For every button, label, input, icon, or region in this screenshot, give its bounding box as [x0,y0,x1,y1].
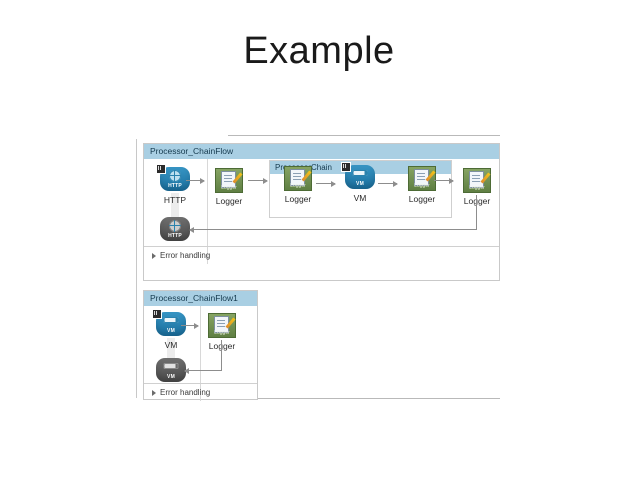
node-logger-4[interactable]: Logger Logger [454,168,500,206]
processor-glyph-text: Logger [221,185,237,191]
source-response-link [171,193,179,223]
left-edge-line [136,139,137,398]
endpoint-shape: VM [156,358,186,382]
node-label: Logger [215,196,243,206]
processor-glyph-text: Logger [469,185,485,191]
return-path-vertical [221,340,222,370]
logger-processor-icon: Logger [462,168,492,194]
node-logger[interactable]: Logger Logger [199,313,245,351]
node-logger-2[interactable]: Logger Logger [275,166,321,204]
flow-canvas[interactable]: VM VM Logger Logger [144,306,257,401]
top-divider-line [228,135,500,136]
processor-shape: Logger [408,166,436,191]
node-vm[interactable]: VM VM [337,162,383,203]
endpoint-glyph-text: VM [356,181,364,187]
endpoint-shape: HTTP [156,164,190,191]
vm-connector-icon: VM [341,162,375,191]
endpoint-shape: HTTP [160,217,190,241]
vm-endpoint-icon: VM [152,309,186,338]
flow-title-processor-chainflow1: Processor_ChainFlow1 [144,291,257,306]
endpoint-glyph-text: VM [167,328,175,334]
processor-glyph-text: Logger [290,183,306,189]
vm-bar-icon [163,317,179,323]
node-vm-source[interactable]: VM VM [148,309,194,350]
flow-title-processor-chainflow: Processor_ChainFlow [144,144,499,159]
node-http-response[interactable]: HTTP [152,217,198,243]
source-column-divider [200,306,201,401]
globe-icon [169,170,181,182]
connector-arrow [378,180,398,187]
vm-bar-icon [352,170,368,176]
mule-flow-screenshot: Processor_ChainFlow HTTP HTTP [130,125,505,405]
node-logger-1[interactable]: Logger Logger [206,168,252,206]
flow-processor-chainflow1[interactable]: Processor_ChainFlow1 VM VM [143,290,258,401]
node-label: VM [353,193,367,203]
logger-processor-icon: Logger [214,168,244,194]
bottom-divider-line [250,398,500,399]
inbound-badge-icon [341,162,351,172]
error-handling-row[interactable]: Error handling [144,383,257,401]
logger-processor-icon: Logger [207,313,237,339]
collapsed-triangle-icon[interactable] [152,252,156,259]
node-label: Logger [284,194,312,204]
return-path-vertical [476,195,477,230]
logger-processor-icon: Logger [283,166,313,192]
inbound-badge-icon [156,164,166,174]
document-icon [414,169,429,186]
endpoint-shape: VM [341,162,375,189]
processor-shape: Logger [463,168,491,193]
flow-canvas[interactable]: HTTP HTTP Logger Logger [144,159,499,264]
endpoint-glyph-text: HTTP [168,183,182,189]
inbound-badge-icon [152,309,162,319]
node-label: Logger [408,194,436,204]
node-logger-3[interactable]: Logger Logger [399,166,445,204]
http-response-icon: HTTP [160,217,190,243]
source-response-link [167,338,175,364]
processor-glyph-text: Logger [414,183,430,189]
return-path-arrow [184,367,222,374]
error-handling-label: Error handling [160,388,211,397]
processor-shape: Logger [208,313,236,338]
logger-processor-icon: Logger [407,166,437,192]
error-handling-label: Error handling [160,251,211,260]
collapsed-triangle-icon[interactable] [152,389,156,396]
vm-bar-icon [163,363,179,369]
connector-arrow [181,322,199,329]
node-label: HTTP [163,195,187,205]
source-column-divider [207,159,208,264]
processor-glyph-text: Logger [214,330,230,336]
http-endpoint-icon: HTTP [156,164,190,193]
node-label: Logger [463,196,491,206]
node-http-source[interactable]: HTTP HTTP [152,164,198,205]
return-path-arrow [189,226,477,233]
sub-flow-processorchain[interactable]: ProcessorChain Logger Logger [269,160,452,218]
endpoint-glyph-text: VM [167,374,175,380]
connector-arrow [248,177,268,184]
processor-shape: Logger [284,166,312,191]
processor-shape: Logger [215,168,243,193]
globe-icon [169,220,181,232]
node-label: Logger [208,341,236,351]
page-title: Example [243,30,395,72]
error-handling-row[interactable]: Error handling [144,246,499,264]
endpoint-shape: VM [152,309,186,336]
node-label: VM [164,340,178,350]
endpoint-glyph-text: HTTP [168,233,182,239]
connector-arrow [186,177,205,184]
node-vm-response[interactable]: VM [148,358,194,384]
connector-arrow [434,177,454,184]
connector-arrow [316,180,336,187]
flow-processor-chainflow[interactable]: Processor_ChainFlow HTTP HTTP [143,143,500,281]
vm-response-icon: VM [156,358,186,384]
